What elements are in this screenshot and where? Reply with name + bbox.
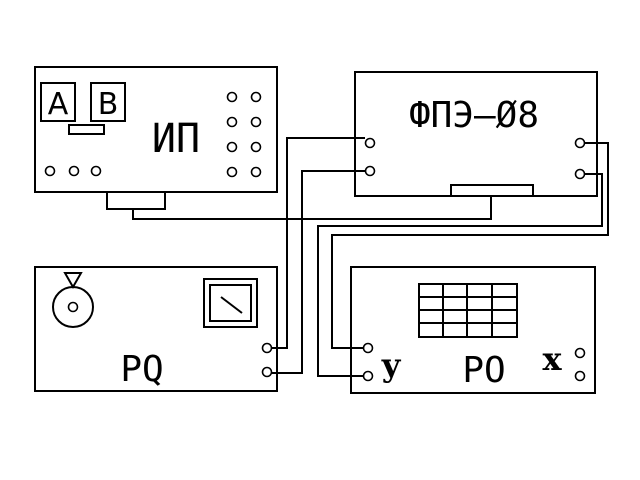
fpe-right-terminal-top[interactable] <box>574 137 586 149</box>
ip-terminal-1[interactable] <box>44 165 56 177</box>
wire-fpe-to-po-y-top <box>331 142 609 349</box>
ip-button-a-label: A <box>48 87 69 122</box>
fpe-bottom-slot <box>450 184 534 197</box>
po-x-label: x <box>542 340 562 378</box>
pq-meter-needle <box>220 296 243 314</box>
po-x-terminal-top[interactable] <box>574 347 586 359</box>
ip-terminal-3[interactable] <box>90 165 102 177</box>
fpe-right-terminal-bottom[interactable] <box>574 168 586 180</box>
po-x-terminal-bottom[interactable] <box>574 370 586 382</box>
po-y-terminal-top[interactable] <box>362 342 374 354</box>
generator-pq: PQ <box>34 266 278 392</box>
ip-knob-r1c2[interactable] <box>250 91 262 103</box>
connection-wires <box>132 137 609 377</box>
ip-knob-r2c1[interactable] <box>226 116 238 128</box>
wire-pq-bottom-to-fpe <box>272 170 365 374</box>
pq-terminal-top[interactable] <box>261 342 273 354</box>
pq-title: PQ <box>120 349 163 390</box>
ip-knob-r1c1[interactable] <box>226 91 238 103</box>
ip-button-a[interactable] <box>40 82 76 122</box>
wire-ip-to-fpe <box>132 196 492 220</box>
fpe-panel <box>354 71 598 197</box>
po-y-label: y <box>381 346 402 384</box>
po-y-terminal-bottom[interactable] <box>362 370 374 382</box>
ip-knob-r4c2[interactable] <box>250 166 262 178</box>
ip-button-b-label: B <box>98 87 119 122</box>
ip-knob-r2c2[interactable] <box>250 116 262 128</box>
ip-title: ИП <box>152 116 200 162</box>
ip-knob-r4c1[interactable] <box>226 166 238 178</box>
ip-knob-r3c1[interactable] <box>226 141 238 153</box>
wire-fpe-to-po-y-bottom <box>317 173 603 377</box>
pq-terminal-bottom[interactable] <box>261 366 273 378</box>
ip-bottom-connector <box>106 191 166 210</box>
pq-dial-pointer-icon <box>63 272 83 290</box>
pq-dial-center <box>67 301 79 313</box>
po-title: PO <box>462 350 505 391</box>
ip-knob-r3c2[interactable] <box>250 141 262 153</box>
module-fpe-08: ФПЭ–Ø8 <box>354 71 598 197</box>
wire-pq-top-to-fpe <box>272 137 365 349</box>
ip-indicator-slot <box>68 124 105 135</box>
fpe-left-terminal-bottom[interactable] <box>364 165 376 177</box>
po-screen-grid <box>418 283 518 338</box>
ip-terminal-2[interactable] <box>68 165 80 177</box>
power-supply-unit-ip: A B ИП <box>34 66 278 210</box>
fpe-left-terminal-top[interactable] <box>364 137 376 149</box>
oscilloscope-po: PO y x <box>350 266 596 394</box>
fpe-title: ФПЭ–Ø8 <box>409 95 539 136</box>
ip-button-b[interactable] <box>90 82 126 122</box>
